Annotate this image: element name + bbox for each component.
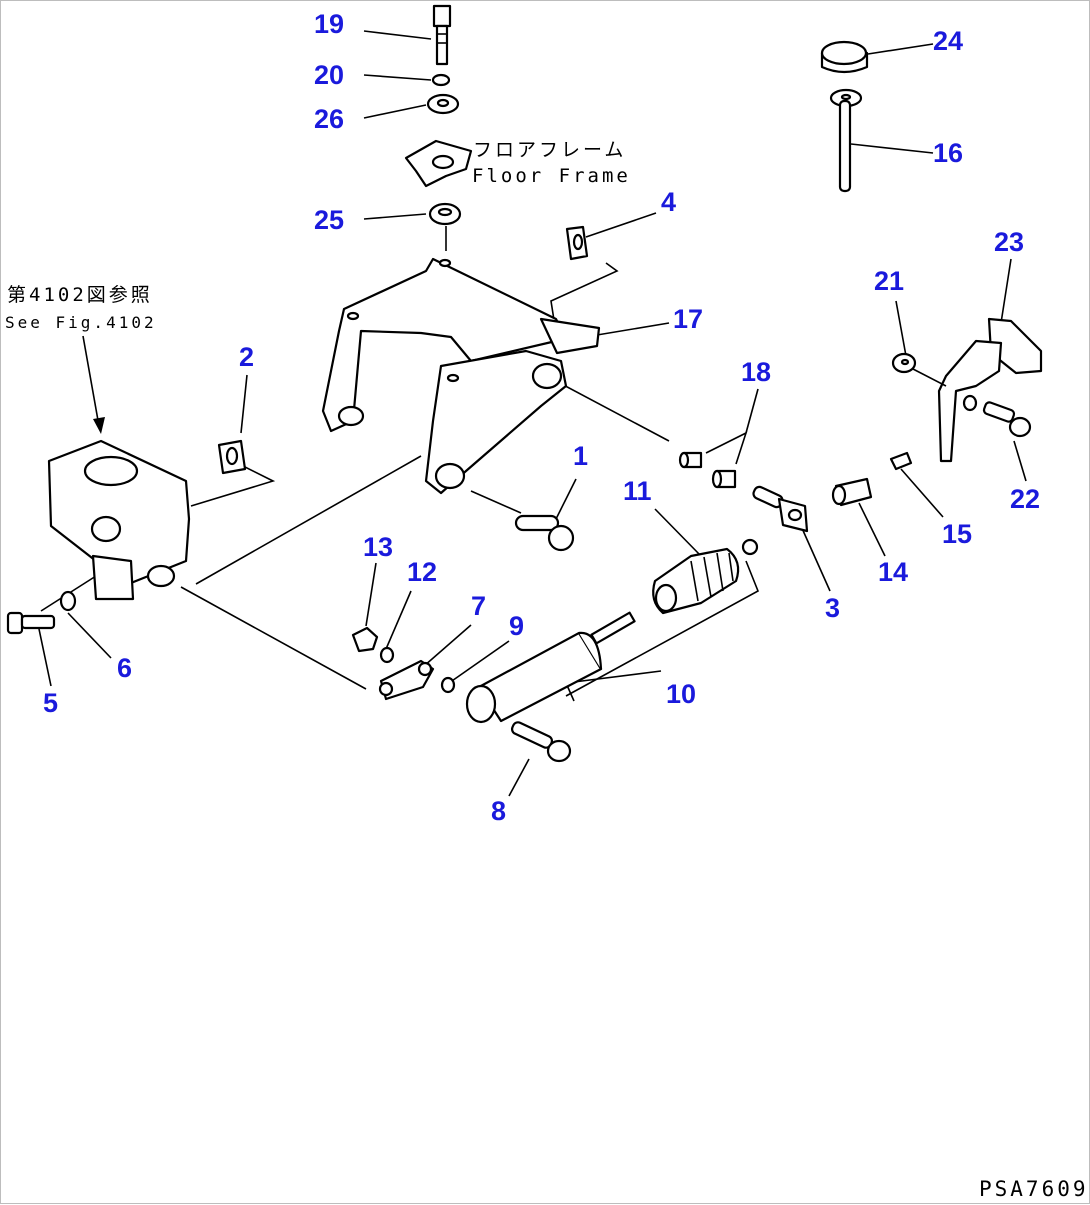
callout-2: 2	[239, 342, 255, 372]
callout-4: 4	[661, 187, 677, 217]
callout-17: 17	[673, 304, 704, 334]
washer-9	[440, 676, 456, 694]
sleeve-14	[831, 477, 873, 507]
washer-12	[379, 646, 395, 664]
callout-20: 20	[314, 60, 345, 90]
bolt-22	[982, 401, 1032, 438]
boot-11	[652, 547, 740, 615]
see-fig-label-jp: 第4102図参照	[7, 284, 153, 306]
bracket-17-arm	[424, 349, 568, 495]
floor-frame-label-jp: フロアフレーム	[473, 139, 627, 161]
callout-19: 19	[314, 9, 345, 39]
washer-6	[59, 590, 77, 612]
nut-25	[428, 202, 462, 226]
floor-frame-fragment	[404, 139, 473, 188]
nut-21	[891, 352, 917, 374]
washer-26	[426, 93, 460, 115]
callout-1: 1	[573, 441, 589, 471]
floor-frame-label-en: Floor Frame	[472, 165, 631, 187]
callout-22: 22	[1010, 484, 1041, 514]
clip-2	[217, 439, 247, 475]
callout-6: 6	[117, 653, 133, 683]
bushings-18	[678, 451, 737, 489]
callout-5: 5	[43, 688, 59, 718]
bolt-19	[432, 4, 452, 66]
callout-7: 7	[471, 591, 487, 621]
washer-20	[431, 73, 451, 87]
bracket-17	[321, 257, 601, 433]
callout-13: 13	[363, 532, 394, 562]
pin-1	[514, 514, 575, 552]
leader-lines	[38, 30, 1027, 797]
callout-21: 21	[874, 266, 905, 296]
callout-9: 9	[509, 611, 525, 641]
callout-24: 24	[933, 26, 964, 56]
bolt-5	[6, 611, 56, 635]
link-7	[378, 659, 435, 701]
callout-15: 15	[942, 519, 973, 549]
callout-14: 14	[878, 557, 909, 587]
drawing-code: PSA7609	[979, 1177, 1089, 1201]
callout-25: 25	[314, 205, 345, 235]
cylinder-10	[465, 611, 636, 724]
callout-3: 3	[825, 593, 841, 623]
clevis-3	[752, 485, 809, 533]
callout-10: 10	[666, 679, 697, 709]
key-15	[889, 451, 913, 471]
rod-16	[829, 88, 863, 193]
nut-13	[351, 626, 379, 653]
callout-8: 8	[491, 796, 507, 826]
knob-24	[820, 40, 869, 74]
see-fig-label-en: See Fig.4102	[5, 313, 157, 332]
callout-16: 16	[933, 138, 964, 168]
bolt-8	[510, 721, 572, 763]
support-block	[47, 439, 191, 601]
clip-4	[565, 225, 589, 261]
bracket-23	[937, 317, 1043, 463]
nut-small	[741, 538, 759, 556]
callout-12: 12	[407, 557, 438, 587]
callout-23: 23	[994, 227, 1025, 257]
callout-26: 26	[314, 104, 345, 134]
callout-11: 11	[623, 476, 652, 506]
callout-18: 18	[741, 357, 772, 387]
